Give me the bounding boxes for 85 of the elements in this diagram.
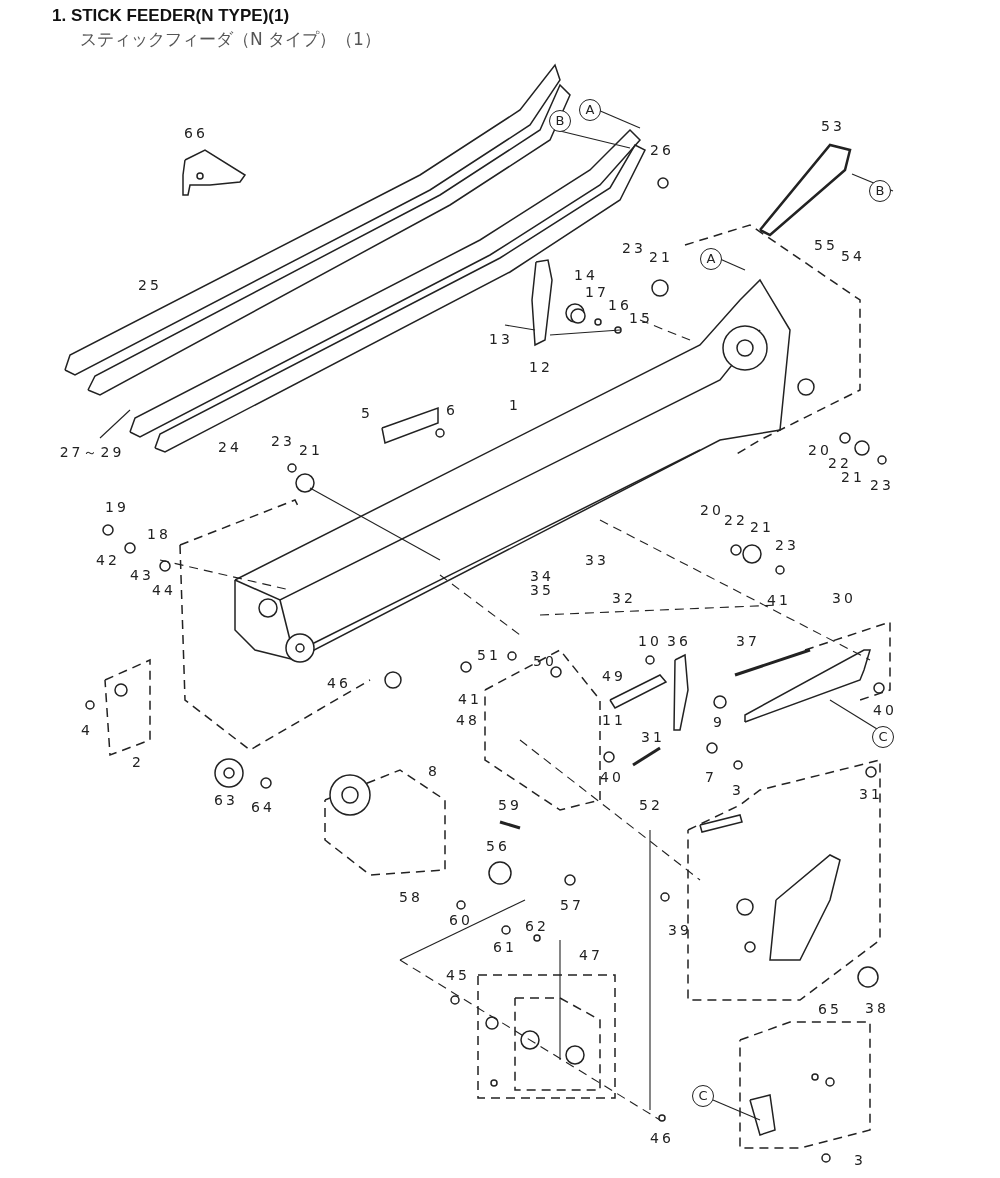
- callout-number: 43: [130, 567, 154, 583]
- callout-number: 34: [530, 568, 554, 584]
- callout-number: 21: [841, 469, 865, 485]
- callout-number: 21: [750, 519, 774, 535]
- callout-number: 31: [859, 786, 883, 802]
- reference-letter: C: [692, 1085, 714, 1107]
- callout-number: 23: [622, 240, 646, 256]
- callout-number: 38: [865, 1000, 889, 1016]
- callout-number: 20: [808, 442, 832, 458]
- callout-number: 57: [560, 897, 584, 913]
- callout-number: 66: [184, 125, 208, 141]
- callout-number: 21: [299, 442, 323, 458]
- callout-number: 53: [821, 118, 845, 134]
- callout-number: 9: [713, 714, 725, 730]
- callout-number: 4: [81, 722, 93, 738]
- callout-number: 54: [841, 248, 865, 264]
- callout-number: 7: [705, 769, 717, 785]
- callout-number: 11: [602, 712, 626, 728]
- callout-number: 27～29: [59, 444, 125, 460]
- callout-number: 8: [428, 763, 440, 779]
- callout-number: 33: [585, 552, 609, 568]
- callout-number: 13: [489, 331, 513, 347]
- callout-number: 52: [639, 797, 663, 813]
- callout-number: 16: [608, 297, 632, 313]
- callout-number: 62: [525, 918, 549, 934]
- callout-number: 18: [147, 526, 171, 542]
- callout-number: 44: [152, 582, 176, 598]
- callout-number: 5: [361, 405, 373, 421]
- callout-number: 41: [767, 592, 791, 608]
- callout-number: 61: [493, 939, 517, 955]
- callout-number: 41: [458, 691, 482, 707]
- callout-number: 3: [854, 1152, 866, 1168]
- callout-number: 63: [214, 792, 238, 808]
- callout-number: 17: [585, 284, 609, 300]
- callout-number: 23: [870, 477, 894, 493]
- reference-letter: B: [549, 110, 571, 132]
- callout-number: 42: [96, 552, 120, 568]
- callout-number: 64: [251, 799, 275, 815]
- title: 1. STICK FEEDER(N TYPE)(1): [52, 6, 290, 26]
- callout-number: 2: [132, 754, 144, 770]
- callout-number: 24: [218, 439, 242, 455]
- callout-number: 39: [668, 922, 692, 938]
- callout-number: 40: [873, 702, 897, 718]
- callout-number: 23: [775, 537, 799, 553]
- callout-number: 30: [832, 590, 856, 606]
- callout-number: 21: [649, 249, 673, 265]
- reference-letter: A: [700, 248, 722, 270]
- callout-number: 49: [602, 668, 626, 684]
- callout-number: 25: [138, 277, 162, 293]
- callout-number: 45: [446, 967, 470, 983]
- callout-number: 6: [446, 402, 458, 418]
- callout-number: 3: [732, 782, 744, 798]
- callout-number: 14: [574, 267, 598, 283]
- callout-number: 51: [477, 647, 501, 663]
- callout-number: 65: [818, 1001, 842, 1017]
- callout-number: 31: [641, 729, 665, 745]
- callout-number: 55: [814, 237, 838, 253]
- callout-number: 50: [533, 653, 557, 669]
- reference-letter: B: [869, 180, 891, 202]
- callout-number: 20: [700, 502, 724, 518]
- callout-number: 26: [650, 142, 674, 158]
- callout-number: 46: [650, 1130, 674, 1146]
- callout-number: 46: [327, 675, 351, 691]
- callout-number: 47: [579, 947, 603, 963]
- callout-number: 22: [724, 512, 748, 528]
- callout-number: 37: [736, 633, 760, 649]
- reference-letter: C: [872, 726, 894, 748]
- callout-number: 19: [105, 499, 129, 515]
- callout-number: 10: [638, 633, 662, 649]
- callout-number: 59: [498, 797, 522, 813]
- callout-number: 32: [612, 590, 636, 606]
- reference-letter: A: [579, 99, 601, 121]
- callout-number: 12: [529, 359, 553, 375]
- callout-number: 58: [399, 889, 423, 905]
- callout-number: 35: [530, 582, 554, 598]
- callout-number: 23: [271, 433, 295, 449]
- callout-number: 40: [600, 769, 624, 785]
- callout-number: 1: [509, 397, 521, 413]
- callout-number: 48: [456, 712, 480, 728]
- callout-number: 56: [486, 838, 510, 854]
- callout-number: 36: [667, 633, 691, 649]
- subtitle: スティックフィーダ（N タイプ）（1）: [80, 28, 381, 51]
- callout-number: 15: [629, 310, 653, 326]
- callout-number: 22: [828, 455, 852, 471]
- callout-number: 60: [449, 912, 473, 928]
